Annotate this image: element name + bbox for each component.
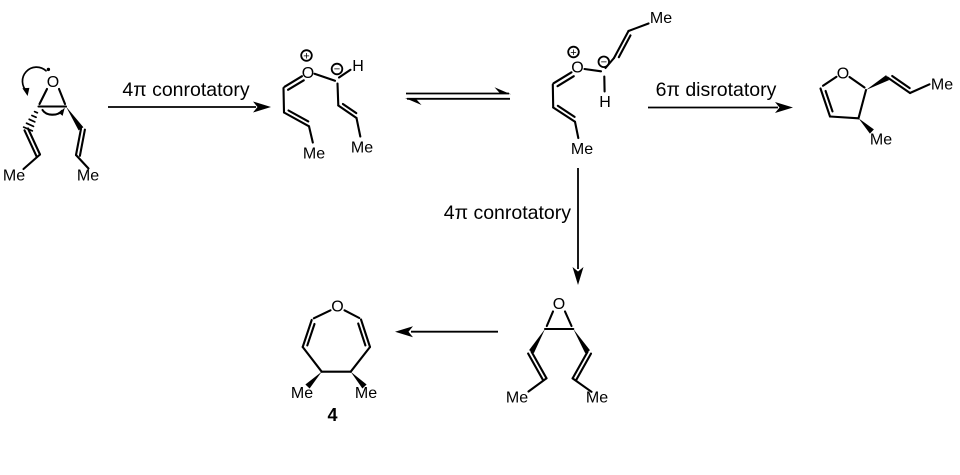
oxygen-label: O: [837, 65, 849, 82]
bond-rotation-arc: [41, 107, 65, 116]
methyl-label: Me: [77, 167, 99, 184]
minus-charge: −: [601, 56, 607, 68]
methyl-label: Me: [355, 385, 377, 402]
methyl-label: Me: [586, 389, 608, 406]
product-dihydrofuran-bonds: [819, 74, 931, 134]
hydrogen-label: H: [352, 58, 364, 75]
compound-number-label: 4: [327, 405, 337, 425]
reactant-epoxide: O Me Me: [3, 66, 99, 184]
methyl-label: Me: [351, 139, 373, 156]
plus-charge: +: [303, 50, 309, 62]
product-oxepine-bonds: [301, 309, 372, 389]
hydrogen-label: H: [599, 94, 611, 111]
product-dihydrofuran: O Me Me: [819, 65, 953, 148]
methyl-label: Me: [303, 145, 325, 162]
arrow-step2: 6π disrotatory: [648, 79, 793, 113]
step1-label: 4π conrotatory: [122, 79, 250, 101]
oxygen-label: O: [47, 74, 59, 91]
methyl-label: Me: [931, 76, 953, 93]
minus-charge-circle: [330, 62, 344, 76]
methyl-label: Me: [291, 385, 313, 402]
plus-charge: +: [570, 47, 576, 59]
equilibrium-arrows: [405, 87, 511, 105]
plus-charge-circle: [300, 49, 313, 62]
intermediate-epoxide: O Me Me: [506, 296, 608, 406]
arrow-to-oxepine: [395, 326, 498, 338]
ylide-s-trans: + − O H Me Me: [551, 10, 672, 158]
oxygen-label: O: [571, 59, 583, 76]
minus-charge: −: [334, 64, 340, 76]
oxygen-label: O: [302, 65, 314, 82]
step3-label: 4π conrotatory: [444, 202, 572, 224]
plus-charge-circle: [567, 45, 580, 59]
ylide-s-cis-bonds: [282, 68, 362, 144]
oxygen-label: O: [553, 296, 565, 313]
rotation-arrow: [21, 66, 51, 96]
methyl-label: Me: [571, 141, 593, 158]
methyl-label: Me: [870, 131, 892, 148]
product-oxepine: O Me Me 4: [291, 299, 377, 425]
methyl-label: Me: [506, 389, 528, 406]
step2-label: 6π disrotatory: [656, 79, 777, 101]
ylide-s-trans-bonds: [551, 22, 650, 140]
reactant-epoxide-bonds: [22, 87, 90, 171]
ylide-s-cis: + − O H Me Me: [282, 49, 373, 162]
methyl-label: Me: [650, 10, 672, 27]
intermediate-epoxide-bonds: [527, 310, 593, 393]
methyl-label: Me: [3, 167, 25, 184]
minus-charge-circle: [597, 55, 611, 69]
arrow-step1: 4π conrotatory: [108, 79, 271, 113]
oxygen-label: O: [331, 299, 343, 316]
arrow-step3: 4π conrotatory: [444, 168, 584, 285]
